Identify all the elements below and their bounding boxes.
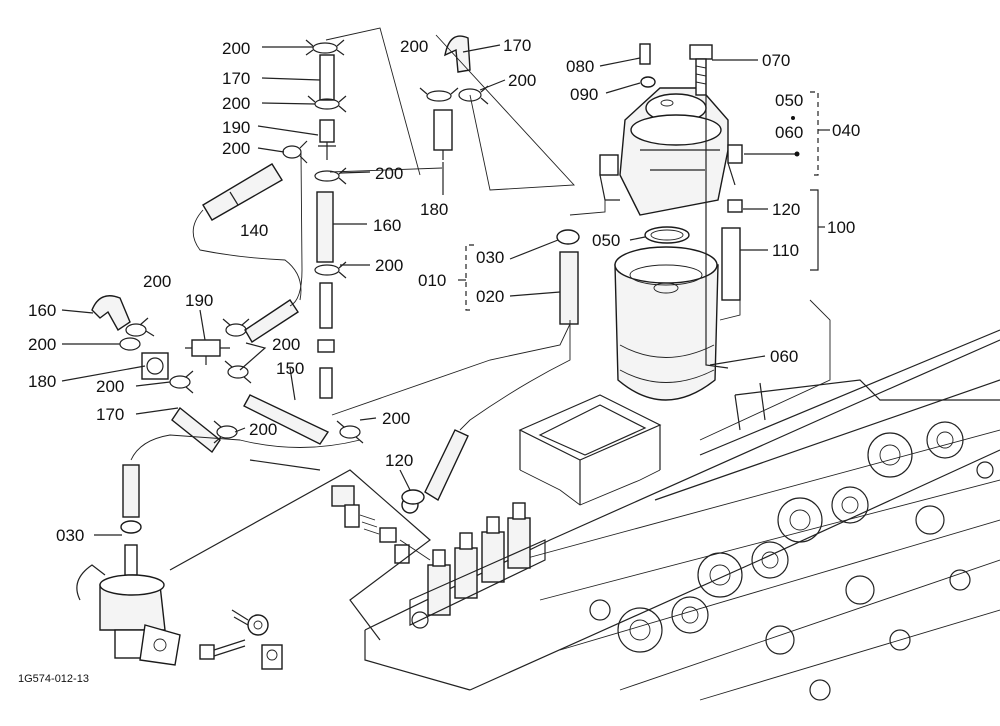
clip-icon — [336, 420, 364, 444]
clip-icon — [119, 337, 141, 351]
callout-label: 100 — [827, 218, 855, 237]
injectors — [409, 502, 546, 629]
fuel-filter-assembly — [599, 43, 743, 401]
callout-label: 200 — [508, 71, 536, 90]
callout-label: 190 — [185, 291, 213, 310]
callout-label: 150 — [276, 359, 304, 378]
callout-label: 200 — [400, 37, 428, 56]
callout-label: 080 — [566, 57, 594, 76]
callout-label: 110 — [772, 241, 799, 260]
callout-label: 180 — [420, 200, 448, 219]
bolt-and-bracket — [199, 609, 283, 670]
callout-label: 200 — [143, 272, 171, 291]
callout-label: 200 — [375, 164, 403, 183]
hose-bands — [120, 229, 580, 576]
clip-icon — [314, 167, 347, 185]
callout-label: 200 — [222, 39, 250, 58]
callout-label: 180 — [28, 372, 56, 391]
clip-icon — [419, 87, 459, 102]
callout-labels: 200 170 200 190 200 200 140 160 200 200 … — [28, 36, 860, 545]
callout-label: 120 — [772, 200, 800, 219]
water-separator-ring — [721, 199, 743, 301]
hose-clips — [119, 39, 489, 444]
fuel-feed-pump — [76, 564, 181, 666]
callout-label: 160 — [373, 216, 401, 235]
callout-label: 170 — [222, 69, 250, 88]
callout-label: 170 — [503, 36, 531, 55]
callout-label: 120 — [385, 451, 413, 470]
callout-label: 060 — [770, 347, 798, 366]
callout-label: 200 — [272, 335, 300, 354]
callout-label: 200 — [222, 139, 250, 158]
callout-label: 090 — [570, 85, 598, 104]
air-vent-screw — [639, 43, 656, 88]
clip-icon — [282, 140, 308, 164]
clip-icon — [169, 370, 194, 394]
callout-label: 200 — [222, 94, 250, 113]
clip-icon — [125, 317, 155, 337]
callout-label: 020 — [476, 287, 504, 306]
callout-label: 200 — [375, 256, 403, 275]
clip-icon — [213, 420, 238, 444]
callout-label: 070 — [762, 51, 790, 70]
drawing-id: 1G574-012-13 — [18, 673, 89, 685]
callout-label: 050 — [775, 91, 803, 110]
callout-label: 200 — [249, 420, 277, 439]
callout-label: 040 — [832, 121, 860, 140]
clip-icon — [305, 39, 345, 56]
callout-label: 050 — [592, 231, 620, 250]
callout-label: 170 — [96, 405, 124, 424]
filter-bolt — [689, 44, 713, 96]
group-brackets — [458, 91, 830, 311]
fuel-hoses — [91, 35, 579, 518]
callout-label: 060 — [775, 123, 803, 142]
callout-label: 010 — [418, 271, 446, 290]
leader-lines — [61, 27, 831, 561]
callout-label: 200 — [96, 377, 124, 396]
clip-icon — [222, 318, 250, 337]
cylinder-head-drawing — [169, 329, 1000, 701]
valve-seat-holes — [589, 421, 994, 701]
callout-label: 030 — [476, 248, 504, 267]
callout-label: 160 — [28, 301, 56, 320]
callout-label: 200 — [28, 335, 56, 354]
callout-label: 140 — [240, 221, 268, 240]
callout-label: 200 — [382, 409, 410, 428]
callout-label: 030 — [56, 526, 84, 545]
callout-label: 190 — [222, 118, 250, 137]
clip-icon — [224, 360, 252, 384]
